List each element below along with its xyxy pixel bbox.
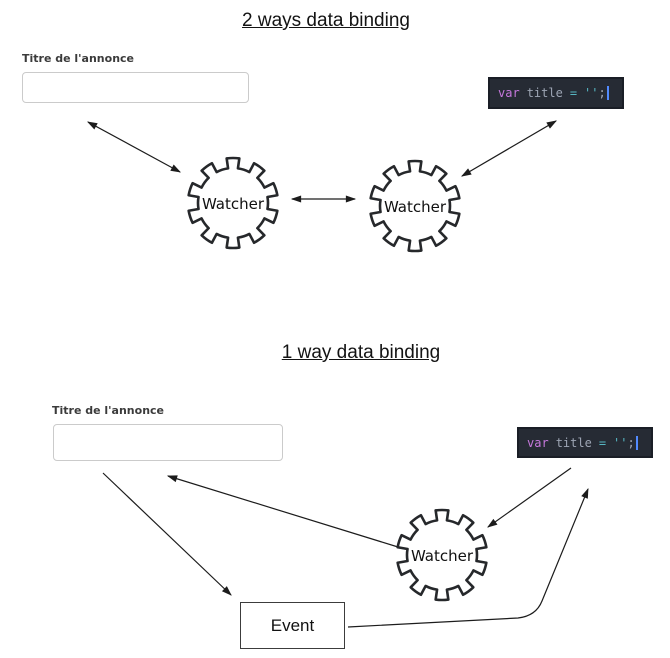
one-way-input-label: Titre de l'annonce (52, 404, 165, 417)
arrow-input-to-event (102, 472, 232, 596)
code-keyword: var (498, 86, 520, 100)
code-operator: = (598, 435, 607, 450)
arrow-watcher-to-input (166, 475, 399, 548)
right-watcher-gear-icon: Watcher (369, 159, 461, 253)
one-way-watcher-label: Watcher (411, 547, 474, 565)
code-string: '' (613, 435, 628, 450)
code-string: '' (584, 86, 599, 100)
one-way-title: 1 way data binding (281, 342, 441, 363)
code-operator: = (569, 86, 578, 100)
two-way-titre-input[interactable] (22, 72, 249, 103)
left-watcher-label: Watcher (202, 195, 265, 213)
event-label: Event (270, 615, 315, 635)
one-way-watcher-gear-icon: Watcher (396, 508, 488, 602)
code-semicolon: ; (598, 86, 606, 100)
one-way-titre-input[interactable] (53, 424, 283, 461)
code-semicolon: ; (627, 435, 635, 450)
arrow-code-to-watcher (487, 467, 572, 528)
arrow-code-to-right-watcher (461, 120, 557, 177)
left-watcher-gear-icon: Watcher (187, 156, 279, 250)
two-way-code-snippet: var title = ''; (488, 77, 624, 109)
event-box: Event (240, 602, 345, 649)
arrow-input-to-left-watcher (86, 121, 182, 173)
code-variable: title (526, 86, 563, 100)
one-way-code-snippet: var title = ''; (517, 427, 653, 458)
two-way-title: 2 ways data binding (242, 10, 410, 31)
text-cursor-icon (635, 435, 638, 450)
right-watcher-label: Watcher (384, 198, 447, 216)
code-keyword: var (527, 435, 549, 450)
two-way-input-label: Titre de l'annonce (22, 52, 135, 65)
code-variable: title (555, 435, 592, 450)
text-cursor-icon (606, 86, 609, 100)
